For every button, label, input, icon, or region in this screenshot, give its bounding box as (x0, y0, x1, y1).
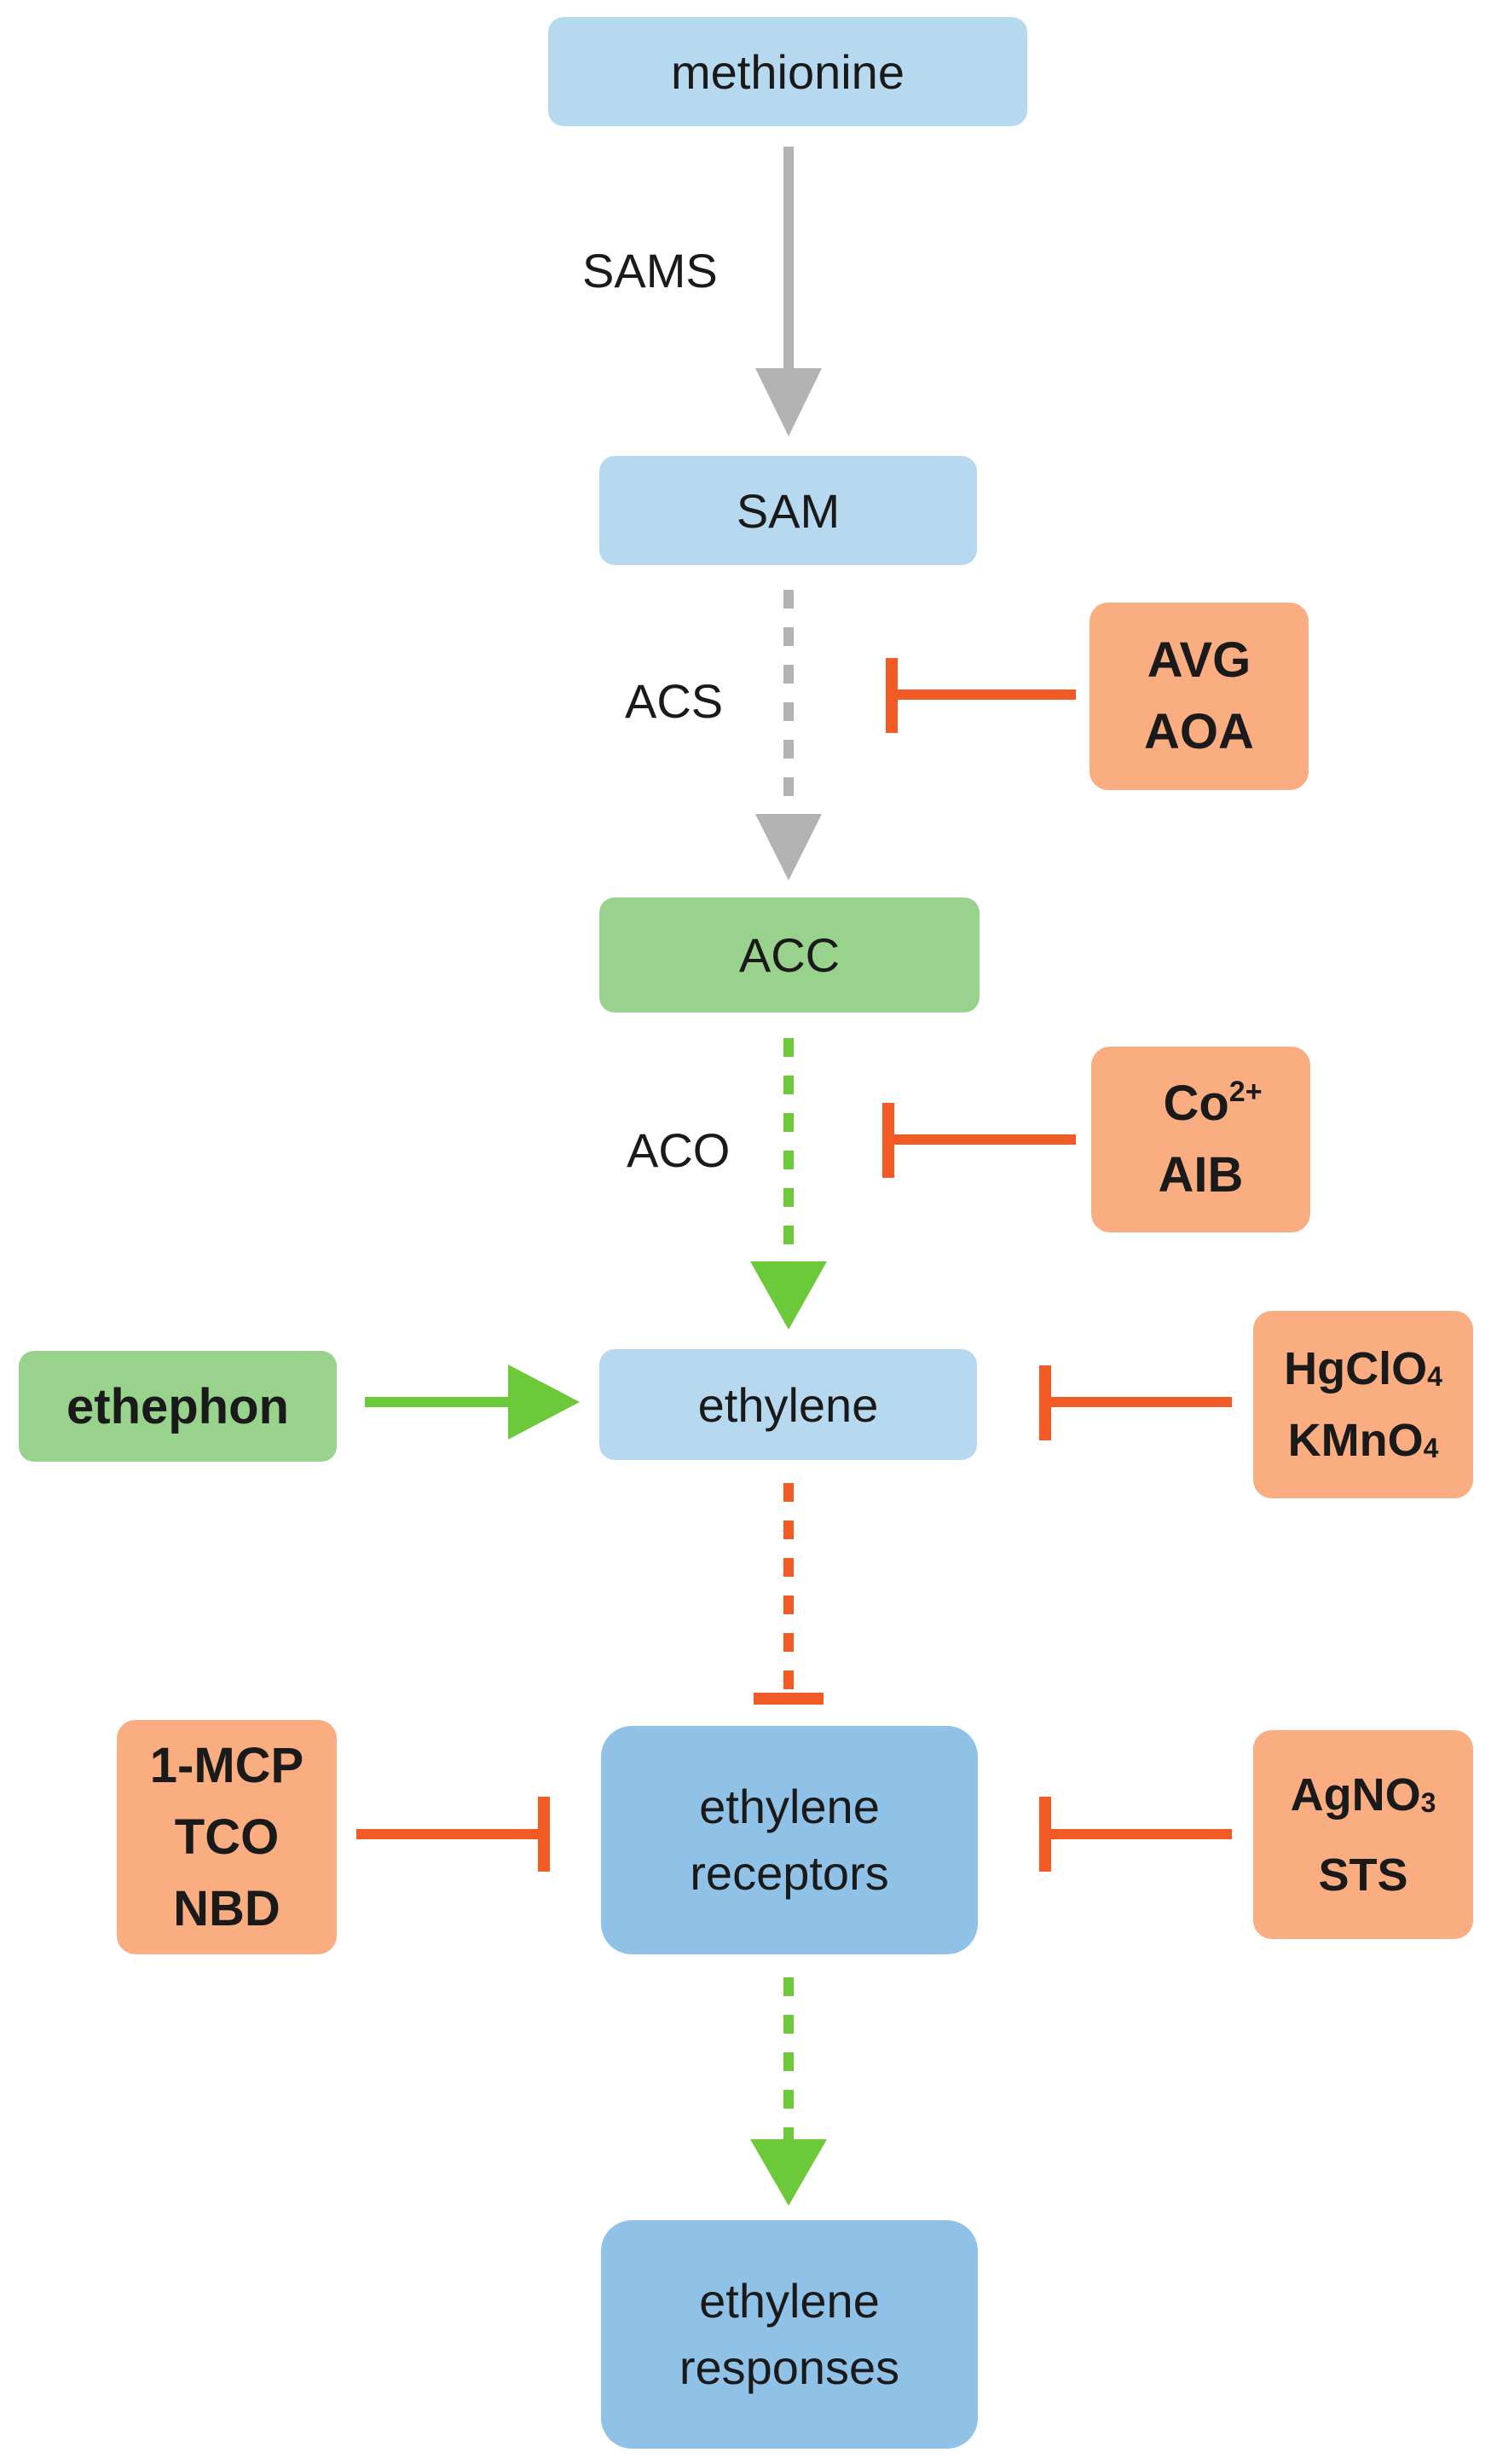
receptors-label-line2: receptors (690, 1846, 889, 1900)
inhibitor-avg: AVG (1147, 632, 1251, 688)
sam-node: SAM (599, 456, 977, 565)
ethylene-node: ethylene (599, 1349, 977, 1460)
inhibitor-tco: TCO (174, 1809, 280, 1865)
inhibitor-hgclo4: HgClO4 (1284, 1343, 1442, 1394)
inhibitor-aib: AIB (1158, 1147, 1244, 1203)
inhibitor-agno3: AgNO3 (1290, 1769, 1436, 1821)
response-arrow-head (750, 2139, 827, 2206)
responses-label-line2: responses (679, 2340, 900, 2394)
responses-label-line1: ethylene (699, 2274, 880, 2328)
ethephon-node: ethephon (19, 1351, 337, 1462)
inhibitor-aoa: AOA (1144, 704, 1254, 759)
aco-inhibitor-box: Co2+ AIB (1091, 1047, 1310, 1232)
ethylene-responses-node: ethylene responses (601, 2220, 978, 2449)
inhibitor-sts: STS (1318, 1849, 1408, 1901)
receptor-right-inhibitor-box: AgNO3 STS (1253, 1730, 1473, 1939)
ethephon-arrow-head (508, 1365, 580, 1440)
ethylene-inhibitor-box: HgClO4 KMnO4 (1253, 1311, 1473, 1498)
acc-label: ACC (738, 928, 841, 982)
aco-arrow-head (750, 1261, 827, 1330)
receptors-label-line1: ethylene (699, 1780, 880, 1833)
inhibitor-cobalt: Co2+ (1163, 1076, 1263, 1131)
acc-node: ACC (599, 897, 980, 1013)
acs-enzyme-label: ACS (625, 674, 724, 728)
acs-inhibitor-box: AVG AOA (1090, 603, 1309, 790)
ethylene-receptors-node: ethylene receptors (601, 1726, 978, 1954)
receptor-left-inhibitor-box: 1-MCP TCO NBD (117, 1720, 337, 1954)
sam-label: SAM (736, 483, 841, 538)
acs-arrow-head (755, 814, 822, 880)
inhibitor-kmno4: KMnO4 (1287, 1415, 1439, 1466)
aco-enzyme-label: ACO (627, 1123, 731, 1177)
inhibitor-nbd: NBD (173, 1880, 280, 1936)
methionine-node: methionine (548, 17, 1027, 126)
sams-arrow-head (755, 368, 822, 436)
inhibitor-1-mcp: 1-MCP (149, 1737, 304, 1793)
methionine-label: methionine (671, 44, 905, 99)
sams-enzyme-label: SAMS (582, 244, 718, 297)
ethephon-label: ethephon (66, 1378, 289, 1434)
ethylene-label: ethylene (697, 1377, 879, 1432)
